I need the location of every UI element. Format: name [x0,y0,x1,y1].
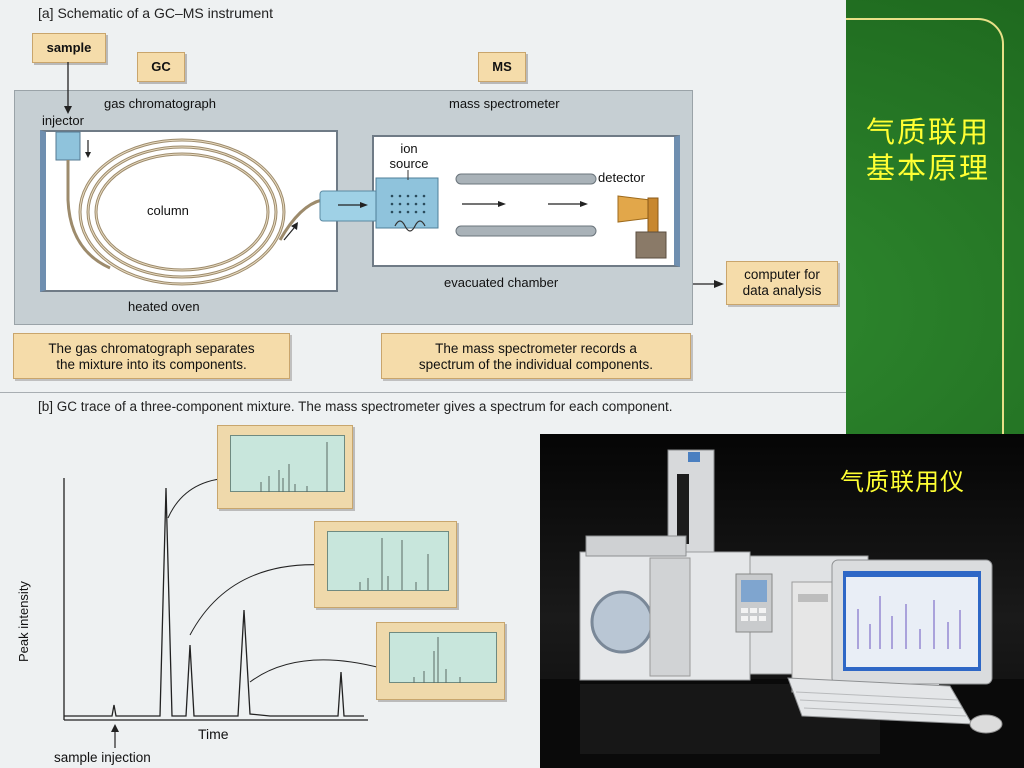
caption-a: [a] Schematic of a GC–MS instrument [38,5,273,21]
ion-source-body [375,177,439,229]
gcms-figure: [a] Schematic of a GC–MS instrument samp… [0,0,846,768]
ms-tag: MS [478,52,526,82]
gcms-instrument-photo [540,434,1024,768]
instrument-illustration [540,449,1024,768]
chromatogram-trace [64,487,364,717]
heated-oven-label: heated oven [128,299,200,314]
ms-note-line-2: spectrum of the individual components. [418,357,654,372]
gc-note: The gas chromatograph separates the mixt… [13,333,290,379]
spectrum-2-peaks [359,538,429,590]
sample-injection-label: sample injection [54,750,151,765]
sample-tag: sample [32,33,106,63]
sample-arrowhead [64,106,72,114]
computer-arrowhead [714,280,724,288]
filament-coil [394,220,426,232]
y-axis-label: Peak intensity [16,581,31,662]
gas-chromatograph-label: gas chromatograph [104,96,217,111]
x-axis-label: Time [198,726,229,742]
injector-label: injector [42,113,84,128]
detector-label: detector [598,170,645,185]
ms-note-line-1: The mass spectrometer records a [435,341,637,356]
peak-2-callout [189,564,326,636]
ion-source-dots [390,194,426,214]
mass-spectrometer-label: mass spectrometer [449,96,560,111]
monitor-spectrum-lines [857,596,961,649]
spectrum-thumbnail-2 [314,521,457,608]
mass-analyzer-rod-top [455,173,597,185]
ion-source-label-line-1: ion [400,141,418,156]
transfer-nozzle [319,190,379,222]
gc-note-line-2: the mixture into its components. [56,357,247,372]
computer-line-2: data analysis [742,283,822,298]
spectrum-thumbnail-1 [217,425,353,509]
ion-source-label: ion source [388,141,430,171]
caption-b: [b] GC trace of a three-component mixtur… [38,399,673,414]
ms-note: The mass spectrometer records a spectrum… [381,333,691,379]
schematic-drawing [55,62,724,288]
photo-label: 气质联用仪 [840,468,965,496]
injector-arrowhead [85,152,91,158]
side-title-line-2: 基本原理 [865,151,990,185]
divider [0,392,846,393]
peak-3-callout [249,659,389,683]
spectrum-3-peaks [413,637,461,683]
spectrum-thumbnail-3 [376,622,505,700]
spectrum-1-peaks [260,442,328,492]
detector-cone [617,195,651,223]
ion-source-label-line-2: source [389,156,429,171]
transfer-line [278,198,323,241]
detector-stem [647,197,659,235]
gc-tag: GC [137,52,185,82]
column-label: column [147,203,189,218]
heated-oven-box [40,130,338,292]
detector-base [635,231,667,259]
injection-arrowhead [111,724,119,732]
column-coil-highlight [79,139,285,285]
side-title-line-1: 气质联用 [865,115,990,149]
side-title: 气质联用 基本原理 [853,114,1003,186]
gc-note-line-1: The gas chromatograph separates [48,341,255,356]
column-inlet-tube [66,160,111,270]
mass-analyzer-rod-bottom [455,225,597,237]
flow-arrow [283,227,295,241]
flow-arrowhead [291,222,298,230]
computer-box: computer for data analysis [726,261,838,305]
injector-body [55,131,81,161]
evacuated-chamber-label: evacuated chamber [444,275,559,290]
computer-line-1: computer for [744,267,820,282]
